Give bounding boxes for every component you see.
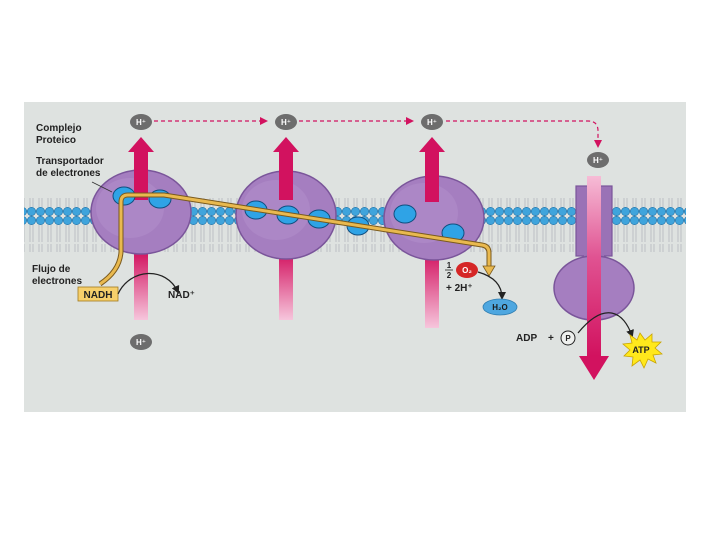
- label-adp: ADP: [516, 333, 537, 344]
- h-ion-5: H⁺: [130, 334, 152, 350]
- proton-flow-lower-3: [425, 252, 439, 328]
- svg-text:H⁺: H⁺: [427, 118, 437, 127]
- atp-synthesis: ADP + P ATP: [516, 312, 663, 369]
- electron-flow-path: [98, 192, 496, 287]
- proton-flow-lower-2: [279, 252, 293, 320]
- label-h2o: H₂O: [492, 303, 508, 312]
- nadh-oxidation-arrow: [117, 272, 180, 295]
- proton-pump-arrow-2: [273, 137, 299, 200]
- atp-synthase: [553, 176, 635, 380]
- label-plus-sign: +: [548, 333, 554, 344]
- label-flujo-line1: Flujo de: [32, 264, 71, 275]
- svg-text:H⁺: H⁺: [593, 156, 603, 165]
- atp-star: [622, 332, 663, 369]
- half-denominator: 2: [447, 271, 452, 280]
- svg-text:H⁺: H⁺: [136, 338, 146, 347]
- h-ion-1: H⁺: [130, 114, 152, 130]
- label-transportador-line2: de electrones: [36, 168, 101, 179]
- water-ellipse: [482, 298, 518, 316]
- oxygen-reaction: 1 2 O₂ + 2H⁺ H₂O: [445, 261, 518, 316]
- label-atp: ATP: [632, 345, 649, 355]
- label-complejo-line2: Proteico: [36, 135, 76, 146]
- label-flujo-line2: electrones: [32, 276, 82, 287]
- label-o2: O₂: [462, 266, 472, 275]
- h-ion-4: H⁺: [587, 152, 609, 168]
- label-nad-plus: NAD⁺: [168, 290, 195, 301]
- phosphate-circle: [560, 330, 576, 346]
- half-numerator: 1: [447, 261, 452, 270]
- label-transportador-line1: Transportador: [36, 156, 104, 167]
- svg-text:H⁺: H⁺: [136, 118, 146, 127]
- oxygen-circle: [456, 262, 478, 278]
- h-ion-2: H⁺: [275, 114, 297, 130]
- label-plus-2h: + 2H⁺: [446, 283, 473, 294]
- proton-flow-lower-1: [134, 252, 148, 320]
- h-ion-3: H⁺: [421, 114, 443, 130]
- label-p: P: [565, 334, 571, 343]
- label-complejo-line1: Complejo: [36, 123, 82, 134]
- svg-text:H⁺: H⁺: [281, 118, 291, 127]
- label-pointer-line: [91, 181, 113, 193]
- proton-pump-arrow-1: [128, 137, 154, 200]
- label-nadh: NADH: [84, 290, 113, 301]
- proton-pump-arrow-3: [419, 137, 445, 202]
- proton-dashed-flow: [154, 117, 602, 148]
